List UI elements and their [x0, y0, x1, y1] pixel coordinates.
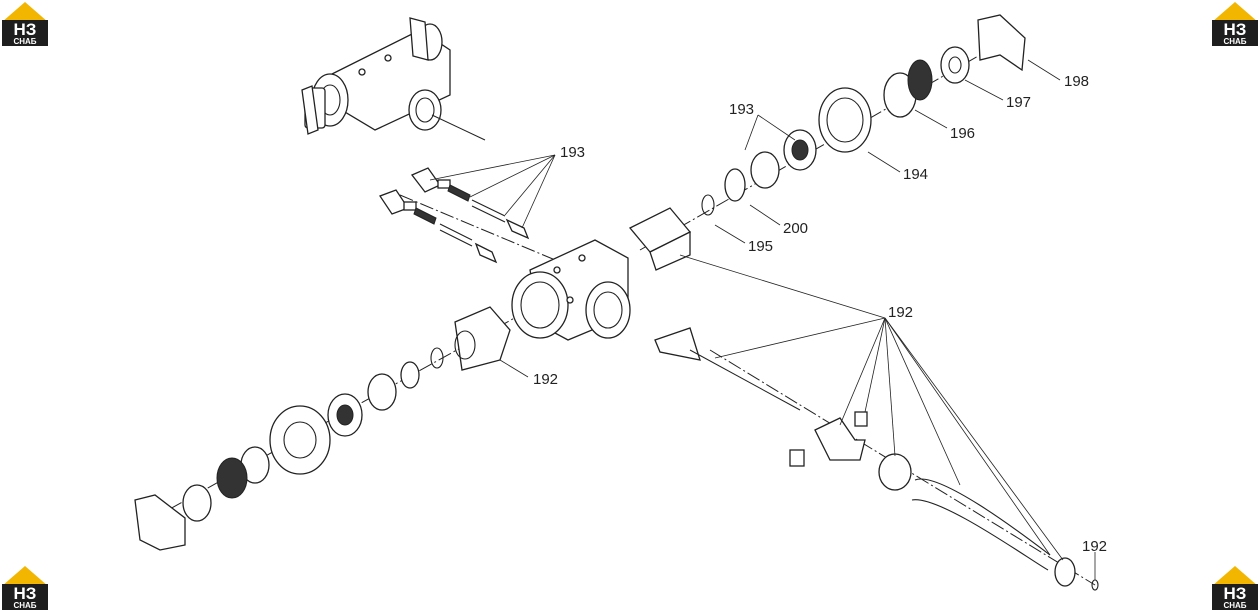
upper-right-parts: [628, 14, 1026, 271]
lower-right-parts: [654, 327, 1099, 591]
brand-logo-icon: НЗ СНАБ: [2, 2, 48, 46]
callout-labels: 193 193 198 197 196 194 200 195 192 192 …: [533, 73, 1107, 555]
logo-letters: НЗ: [1224, 584, 1247, 603]
logo-letters: НЗ: [1224, 20, 1247, 39]
callout-192-left: 192: [533, 371, 558, 388]
logo-bottom-left: НЗ СНАБ: [0, 564, 50, 610]
callout-192-center: 192: [888, 304, 913, 321]
brand-logo-icon: НЗ СНАБ: [1212, 2, 1258, 46]
assembled-valve-view: [301, 17, 486, 141]
brand-logo-icon: НЗ СНАБ: [1212, 566, 1258, 610]
callout-197: 197: [1006, 94, 1031, 111]
callout-194: 194: [903, 166, 928, 183]
callout-192-bottom: 192: [1082, 538, 1107, 555]
callout-193-left: 193: [560, 144, 585, 161]
callout-198: 198: [1064, 73, 1089, 90]
logo-subtitle: СНАБ: [1223, 601, 1246, 610]
screws-springs-upper: [379, 167, 530, 264]
logo-top-right: НЗ СНАБ: [1210, 0, 1260, 46]
logo-subtitle: СНАБ: [13, 601, 36, 610]
logo-top-left: НЗ СНАБ: [0, 0, 50, 46]
logo-subtitle: СНАБ: [1223, 37, 1246, 46]
logo-letters: НЗ: [14, 20, 37, 39]
logo-bottom-right: НЗ СНАБ: [1210, 564, 1260, 610]
lower-left-parts: [134, 306, 511, 551]
callout-193-right: 193: [729, 101, 754, 118]
logo-letters: НЗ: [14, 584, 37, 603]
callout-195: 195: [748, 238, 773, 255]
valve-body: [511, 239, 631, 341]
callout-196: 196: [950, 125, 975, 142]
leader-lines: [429, 59, 1096, 580]
logo-subtitle: СНАБ: [13, 37, 36, 46]
brand-logo-icon: НЗ СНАБ: [2, 566, 48, 610]
callout-200: 200: [783, 220, 808, 237]
